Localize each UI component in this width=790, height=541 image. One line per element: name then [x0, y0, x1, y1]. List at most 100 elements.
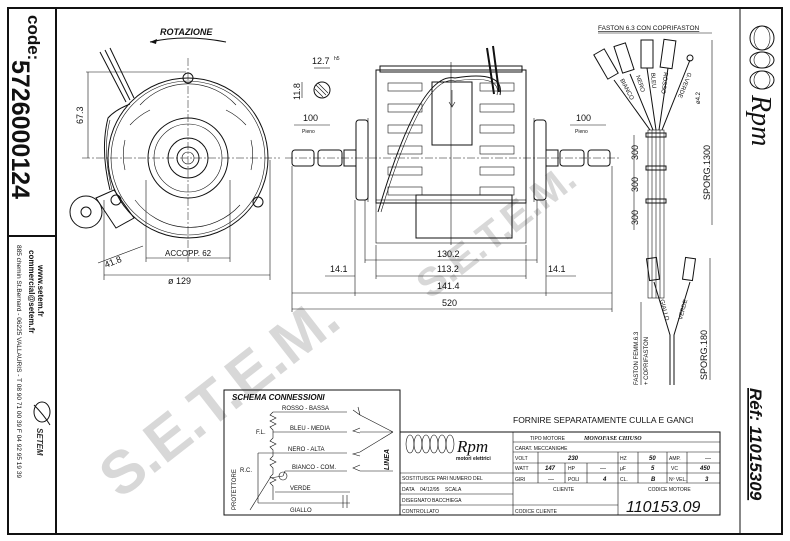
schema-bleu-media: BLEU - MEDIA [290, 426, 330, 432]
amp-label: AMP. [669, 456, 681, 462]
hp-label: HP [568, 466, 576, 472]
date-label: DATA [402, 487, 415, 493]
hz-label: HZ [620, 456, 627, 462]
giri-value: — [548, 477, 554, 483]
mech-value: — [558, 446, 563, 452]
dim-total-520: 520 [442, 298, 457, 308]
poli-value: 4 [602, 477, 607, 483]
cl-label: CL. [620, 477, 628, 483]
schema-protettore: PROTETTORE [232, 469, 238, 510]
vc-label: VC [671, 466, 678, 472]
sporg-ground: SPORG.180 [699, 330, 709, 380]
title-block: FORNIRE SEPARATAMENTE CULLA E GANCI Rpm … [399, 415, 721, 516]
watt-value: 147 [545, 466, 556, 472]
client-code-label: CODICE CLIENTE [515, 509, 558, 515]
ground-wire-giallo: GIALLO [658, 299, 669, 322]
dim-141-4: 141.4 [437, 281, 460, 291]
schema-rosso-bassa: ROSSO - BASSA [282, 406, 329, 412]
right-shaft-note: Pieno [575, 129, 588, 135]
brand-sub: motori elettrici [456, 456, 491, 462]
schema-linea: LINEA [384, 449, 391, 470]
supply-note: FORNIRE SEPARATAMENTE CULLA E GANCI [513, 415, 693, 425]
sporg-main: SPORG.1300 [702, 145, 712, 200]
drawing-frame [7, 7, 783, 535]
mech-label: CARAT. MECCANICHE [515, 446, 568, 452]
cable-bundle: FASTON 6.3 CON COPRIFASTON BIANCO NERO B… [593, 25, 713, 299]
dim-left-shaft: 100 [303, 113, 318, 123]
schema-verde: VERDE [290, 486, 311, 492]
dim-height: 67.3 [75, 106, 85, 124]
wire-label-nero: NERO [634, 75, 645, 94]
rpm-brand: Rpm [745, 94, 776, 146]
dim-diameter: ø 129 [168, 276, 191, 286]
giri-label: GIRI [515, 477, 525, 483]
setem-logo: SETEM [33, 401, 51, 456]
motor-type-value: MONOFASE CHIUSO [583, 436, 642, 442]
dim-seg-3: 300 [630, 210, 640, 225]
email-link[interactable]: commercial@setem.fr [27, 250, 36, 333]
faston-fem-1: FASTON FEMM.6.3 [634, 331, 640, 385]
schema-giallo: GIALLO [290, 508, 312, 514]
left-shaft-note: Pieno [302, 129, 315, 135]
drawn-value: BACCHIEGA [432, 498, 462, 504]
dim-right-shaft: 100 [576, 113, 591, 123]
dim-113-2: 113.2 [437, 264, 459, 274]
amp-value: — [705, 456, 711, 462]
faston-fem-2: + COPRIFASTON [644, 337, 650, 385]
volt-label: VOLT [515, 456, 528, 462]
rpm-logo: Rpm [745, 25, 776, 146]
rotation-arrow [149, 37, 227, 43]
address: 885 chemin St.Bernard - 06225 VALLAURIS … [15, 245, 22, 478]
connection-schema: SCHEMA CONNESSIONI ROSSO - BASSA BLEU - … [223, 389, 401, 516]
rotation-label: ROTAZIONE [160, 27, 213, 37]
motor-code-value: 110153.09 [626, 499, 701, 516]
motor-type-label: TIPO MOTORE [530, 436, 566, 442]
replaces-label: SOSTITUISCE PARI NUMERO DEL [402, 476, 483, 482]
drawn-label: DISEGNATO [402, 498, 431, 504]
motor-front-view: ROTAZIONE 67.3 ø 129 ACCOPP. 62 [69, 27, 280, 286]
schema-bianco-com: BIANCO - COM. [292, 465, 336, 471]
reference-number: Réf: 11015309 [746, 388, 765, 501]
setem-logo-text: SETEM [35, 428, 44, 456]
volt-value: 230 [567, 456, 579, 462]
dim-left-14-1: 14.1 [330, 264, 348, 274]
dim-seg-2: 300 [630, 177, 640, 192]
code-box [7, 7, 57, 237]
schema-fl: F.L. [256, 430, 266, 436]
hz-value: 50 [649, 456, 656, 462]
left-flange [355, 119, 369, 201]
schema-nero-alta: NERO - ALTA [288, 447, 324, 453]
watermark: S.E.T.E.M. [408, 156, 584, 307]
client-label: CLIENTE [553, 487, 575, 493]
dim-right-14-1: 14.1 [548, 264, 566, 274]
dim-130-2: 130.2 [437, 249, 460, 259]
motor-code-label: CODICE MOTORE [648, 487, 691, 493]
dim-offset: 41.8 [103, 254, 123, 270]
schema-rc: R.C. [240, 468, 252, 474]
code-value: 5726000124 [6, 60, 34, 199]
nvel-label: Nº VEL. [669, 477, 687, 483]
nvel-value: 3 [705, 477, 709, 483]
right-panel: Rpm Réf: 11015309 [745, 25, 776, 501]
uf-value: 5 [651, 466, 655, 472]
uf-label: µF [620, 466, 626, 472]
checked-label: CONTROLLATO [402, 509, 439, 515]
cl-value: B [651, 477, 656, 483]
wire-label-rosso: ROSSO [659, 72, 668, 95]
cable-exit [99, 47, 135, 103]
internal-wire [377, 75, 501, 213]
brand-name: Rpm [456, 437, 488, 456]
dim-coupling: ACCOPP. 62 [165, 249, 212, 258]
vc-value: 450 [699, 466, 711, 472]
faston-title: FASTON 6.3 CON COPRIFASTON [598, 25, 700, 32]
sidebar: code: 5726000124 www.setem.fr commercial… [6, 7, 57, 478]
website-link[interactable]: www.setem.fr [36, 264, 45, 317]
eyelet-diameter: ø4.2 [696, 91, 702, 104]
watt-label: WATT [515, 466, 529, 472]
schema-title: SCHEMA CONNESSIONI [232, 393, 325, 402]
wire-label-bleu: BLEU [649, 73, 656, 89]
motor-side-view: 100 Pieno 100 Pieno 130.2 113.2 141.4 52… [285, 45, 620, 312]
shaft-tolerance: h5 [334, 56, 340, 62]
rpm-logo-small: Rpm motori elettrici [405, 434, 491, 462]
